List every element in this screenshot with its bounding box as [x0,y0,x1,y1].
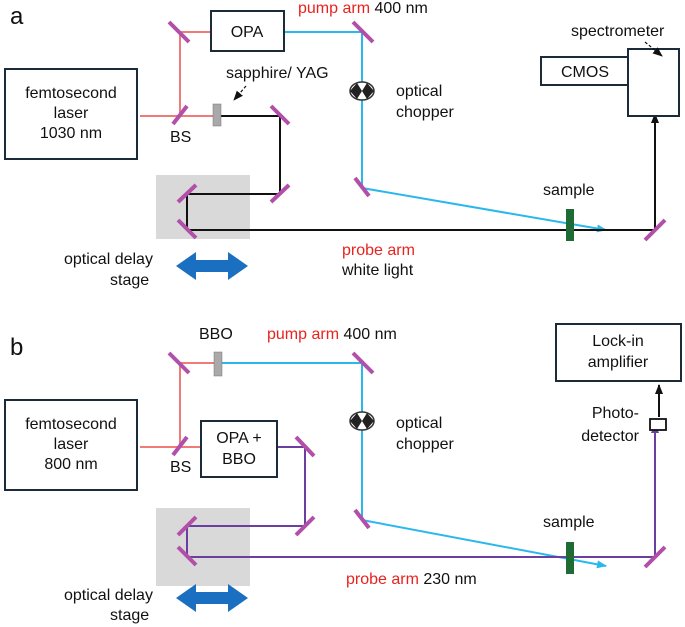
panel-b: b femtosecond laser [4,323,682,624]
beamsplitter-b [171,435,189,457]
chopper-a-line1: optical [396,83,442,100]
cmos-label: CMOS [561,64,609,81]
sample-a [566,209,574,241]
opa-box-a [210,10,285,52]
mirror-a4 [269,183,291,204]
pump-beam-a-2 [361,187,607,233]
bbo-label: BBO [199,326,233,343]
delay-arrow-icon-a [176,252,248,280]
mirror-b1 [167,351,191,375]
probe-a-line2: white light [341,262,414,279]
probe-arm-b-label: probe arm 230 nm [346,571,477,588]
bbo-crystal [213,351,223,377]
lockin-line2: amplifier [588,354,649,371]
mirror-a5 [176,183,198,204]
opa-bbo-line2: BBO [222,451,256,468]
mirror-b7 [353,508,371,530]
mirror-a7 [353,176,371,198]
mirror-b3 [294,435,316,458]
laser-box-a [4,68,138,160]
chopper-icon-a [349,81,375,101]
delay-stage-b [156,508,250,586]
laser-box-b [4,399,138,491]
mirror-b6 [176,545,198,567]
bs-b-label: BS [170,459,191,476]
laser-a-line3: 1030 nm [40,125,102,142]
pump-arm-a-label: pump arm 400 nm [298,0,428,17]
fundamental-beam-a [140,31,211,117]
pump-arm-b-label: pump arm 400 nm [267,326,397,343]
opa-bbo-line1: OPA + [216,430,262,447]
pump-beam-b-2 [361,519,607,569]
pump-beam-a [284,31,363,188]
laser-b-line2: laser [54,436,89,453]
chopper-a-line2: chopper [396,104,454,121]
probe-beam-a [186,115,656,231]
delay-arrow-icon-b [176,584,248,612]
lockin-box [555,323,682,382]
photodetector-line2: detector [581,428,639,445]
bs-a-label: BS [170,129,191,146]
delay-b-line1: optical delay [64,587,153,604]
sapphire-label: sapphire/ YAG [226,65,329,82]
mirror-b4 [294,515,316,537]
mirror-a6 [176,218,198,240]
probe-arm-a-label: probe arm [342,242,415,259]
opa-a-label: OPA [231,24,264,41]
mirror-a8 [643,218,667,242]
laser-a-line2: laser [54,105,89,122]
delay-a-line2: stage [110,272,149,289]
sample-a-label: sample [543,182,595,199]
panel-a-letter: a [10,3,24,30]
laser-b-line3: 800 nm [44,456,97,473]
panel-a: a femtosecond laser 1030 nm [4,0,680,289]
chopper-b-line2: chopper [396,436,454,453]
photodetector-icon [649,418,667,431]
mirror-b2 [351,351,375,375]
fundamental-beam-b [140,362,214,448]
panel-b-letter: b [10,334,23,361]
mirror-b5 [176,515,198,537]
mirror-b8 [643,545,667,569]
mirror-a1 [167,20,191,44]
mirror-a2 [351,20,375,44]
laser-a-line1: femtosecond [25,85,117,102]
chopper-b-line1: optical [396,415,442,432]
laser-b-line1: femtosecond [25,416,117,433]
spectrometer-pointer [644,41,663,57]
delay-b-line2: stage [110,607,149,624]
delay-a-line1: optical delay [64,251,153,268]
spectrometer-label: spectrometer [571,23,665,40]
spectrometer-box [627,48,680,117]
mirror-a3 [269,104,291,126]
beamsplitter-a [171,104,189,126]
opa-bbo-box [200,420,278,478]
photodetector-line1: Photo- [592,405,639,422]
sapphire-pointer [233,85,247,101]
sample-b-label: sample [543,514,595,531]
sample-b [566,542,574,574]
lockin-line1: Lock-in [592,333,644,350]
sapphire-crystal [212,103,222,127]
chopper-icon-b [349,411,375,431]
delay-stage-a [156,175,250,239]
